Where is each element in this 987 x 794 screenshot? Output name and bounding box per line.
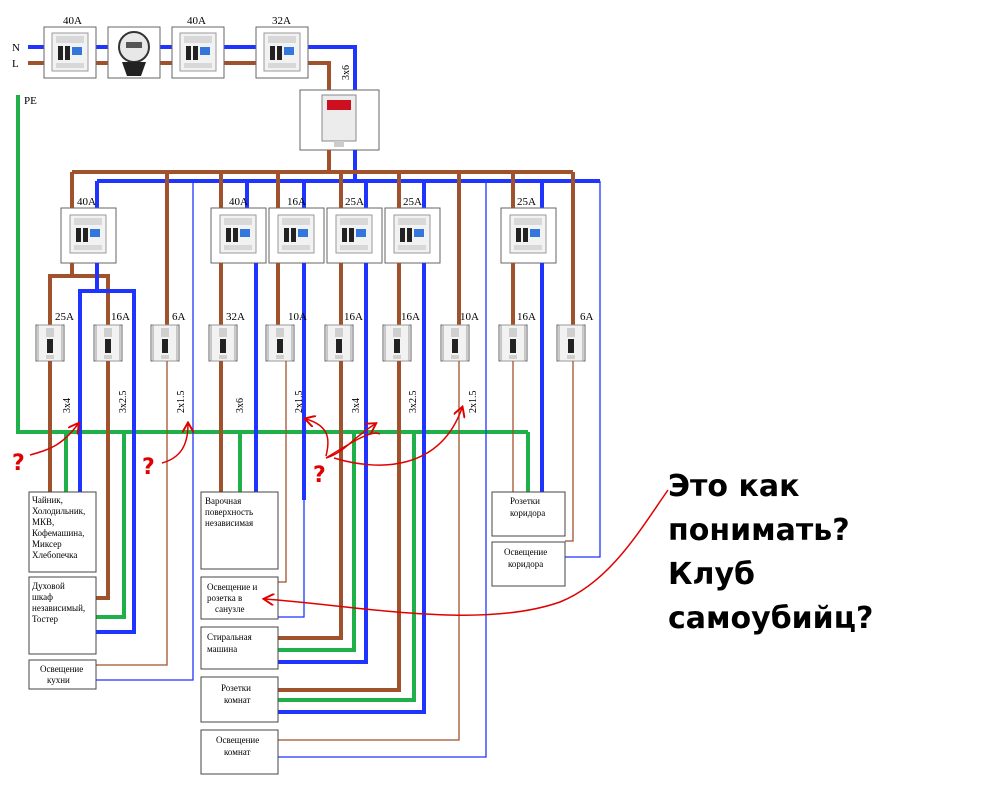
svg-text:Чайник,: Чайник, [32,495,63,505]
cable-label-2: 3x2.5 [118,391,129,414]
mcb-row [35,324,586,362]
question-mark-3: ? [313,463,326,488]
svg-text:Освещение: Освещение [504,547,547,557]
rcd-washer-rating: 25A [345,196,364,208]
load-kitchen-light: Освещение кухни [28,659,97,690]
svg-text:поверхность: поверхность [205,507,253,517]
mcb-2-rating: 16A [111,311,130,323]
svg-text:независимая: независимая [205,518,253,528]
svg-text:Розетки: Розетки [510,496,540,506]
rcd-rooms [384,207,441,264]
mcb-8-rating: 10A [460,311,479,323]
question-mark-1: ? [12,451,25,476]
phase-label: L [12,58,19,70]
svg-text:коридора: коридора [508,559,543,569]
load-corridor-sockets: Розетки коридора [491,491,566,537]
cable-label-8: 2x1.5 [468,391,479,414]
mcb-7-rating: 16A [401,311,420,323]
mcb-9-rating: 16A [517,311,536,323]
svg-text:санузле: санузле [215,604,244,614]
svg-text:самоубийц?: самоубийц? [668,601,873,636]
meter-breaker-rating: 40A [187,15,206,27]
svg-text:понимать?: понимать? [668,513,850,548]
cable-label-4: 3x6 [235,398,246,413]
mcb-10-rating: 6A [580,311,594,323]
svg-text:МКВ,: МКВ, [32,517,54,527]
mcb-3-rating: 6A [172,311,186,323]
load-bathroom: Освещение и розетка в санузле [200,576,279,620]
mcb-6-rating: 16A [344,311,363,323]
rcd-hob-rating: 40A [229,196,248,208]
meter-breaker [171,26,225,79]
cable-label-1: 3x4 [62,398,73,413]
cable-label-3: 2x1.5 [176,391,187,414]
earth-drops [64,432,530,702]
svg-text:независимый,: независимый, [32,603,85,613]
svg-text:Это как: Это как [668,469,799,504]
earth-label: PE [24,95,37,107]
svg-text:Освещение: Освещение [40,664,83,674]
load-hob: Варочная поверхность независимая [200,491,279,570]
load-oven: Духовой шкаф независимый, Тостер [28,576,97,655]
cable-label-5: 2x1.5 [294,391,305,414]
load-room-sockets: Розетки комнат [200,676,279,723]
mcb-5-rating: 10A [288,311,307,323]
svg-text:Освещение: Освещение [216,735,259,745]
energy-meter [107,26,161,79]
main-breaker-rating: 40A [63,15,82,27]
question-mark-2: ? [142,455,155,480]
rcd-washer [326,207,383,264]
red-annotations [29,408,669,616]
relay-breaker [255,26,309,79]
svg-text:Тостер: Тостер [32,614,58,624]
cable-label-7: 3x2.5 [408,391,419,414]
svg-text:Розетки: Розетки [221,683,251,693]
svg-text:комнат: комнат [224,695,251,705]
svg-text:Холодильник,: Холодильник, [32,506,85,516]
rcd-kitchen [60,207,117,264]
rcd-corridor [500,207,557,264]
comment-text: Это как понимать? Клуб самоубийц? [668,469,873,636]
svg-text:Варочная: Варочная [205,496,241,506]
mcb-1-rating: 25A [55,311,74,323]
load-washer: Стиральная машина [200,626,279,670]
svg-text:Духовой: Духовой [32,581,65,591]
main-breaker [43,26,97,79]
load-room-light: Освещение комнат [200,729,279,775]
svg-text:Кофемашина,: Кофемашина, [32,528,84,538]
svg-text:Хлебопечка: Хлебопечка [32,550,77,560]
rcd-kitchen-rating: 40A [77,196,96,208]
main-cable-label: 3x6 [341,65,352,80]
rcd-rooms-rating: 25A [403,196,422,208]
rcd-hob [210,207,267,264]
svg-text:Клуб: Клуб [668,557,755,592]
svg-text:Стиральная: Стиральная [207,632,252,642]
mcb-4-rating: 32A [226,311,245,323]
svg-text:Освещение и: Освещение и [207,582,257,592]
svg-text:кухни: кухни [47,675,70,685]
rcd-bathroom [268,207,325,264]
svg-text:Миксер: Миксер [32,539,62,549]
svg-text:машина: машина [207,644,237,654]
svg-text:шкаф: шкаф [32,592,53,602]
voltage-relay [299,89,380,151]
rcd-outputs [48,263,565,714]
mcb-outputs [48,361,574,741]
svg-text:розетка в: розетка в [207,593,242,603]
cable-label-6: 3x4 [351,398,362,413]
svg-text:коридора: коридора [510,508,545,518]
load-kitchen-sockets: Чайник, Холодильник, МКВ, Кофемашина, Ми… [28,491,97,573]
distribution-buses [70,150,601,758]
rcd-bathroom-rating: 16A [287,196,306,208]
relay-breaker-rating: 32A [272,15,291,27]
svg-text:комнат: комнат [224,747,251,757]
rcd-corridor-rating: 25A [517,196,536,208]
neutral-label: N [12,42,20,54]
load-corridor-light: Освещение коридора [491,541,566,587]
